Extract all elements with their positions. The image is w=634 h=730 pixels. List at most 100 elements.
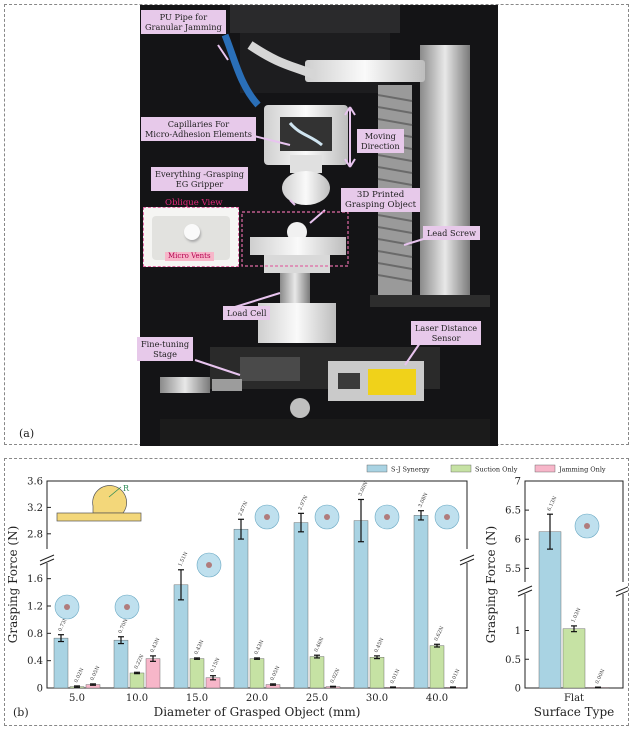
- side-data-label: 6.13N: [546, 495, 558, 512]
- load-cell-callout: Load Cell: [223, 306, 271, 320]
- panel-b-label: (b): [13, 706, 29, 719]
- side-y-tick-label: 7: [515, 477, 521, 488]
- data-label: 0.62N: [433, 625, 445, 642]
- main-right-break-mark: [459, 558, 475, 566]
- side-axis-break-mark: [517, 585, 533, 593]
- micro-vents-label: Micro Vents: [165, 252, 214, 261]
- data-label: 1.51N: [177, 550, 189, 567]
- side-ylabel: Grasping Force (N): [484, 526, 498, 644]
- moving-direction-callout: Moving Direction: [357, 129, 404, 153]
- side-data-label: 1.03N: [570, 607, 582, 624]
- side-y-tick-label: 0: [515, 684, 521, 695]
- y-tick-label: 0.4: [27, 656, 43, 667]
- data-label: 0.45N: [373, 637, 385, 654]
- legend-swatch: [534, 464, 556, 473]
- capillaries-callout: Capillaries For Micro-Adhesion Elements: [141, 117, 256, 141]
- sphere-core-icon: [324, 514, 330, 520]
- bar-s-j-synergy: [413, 515, 429, 689]
- main-axis-break-mark: [39, 554, 55, 562]
- x-tick-label: 15.0: [186, 693, 208, 704]
- y-tick-label: 1.2: [27, 602, 43, 613]
- bar-suction-only: [369, 657, 385, 689]
- inset-surface-icon: [56, 512, 142, 522]
- data-label: 0.01N: [449, 668, 461, 685]
- sphere-core-icon: [124, 604, 130, 610]
- data-label: 0.22N: [133, 653, 145, 670]
- y-tick-label: 0.8: [27, 629, 43, 640]
- side-bar: [562, 628, 586, 689]
- bar-suction-only: [309, 656, 325, 689]
- sphere-core-icon: [264, 514, 270, 520]
- legend-label: Jamming Only: [558, 466, 606, 474]
- sphere-core-icon: [206, 562, 212, 568]
- x-tick-label: 10.0: [126, 693, 148, 704]
- x-tick-label: 20.0: [246, 693, 268, 704]
- bar-s-j-synergy: [353, 520, 369, 689]
- data-label: 0.02N: [73, 667, 85, 684]
- data-label: 0.43N: [253, 639, 265, 656]
- data-label: 0.05N: [89, 665, 101, 682]
- sphere-core-icon: [64, 604, 70, 610]
- y-tick-label: 2.8: [27, 529, 43, 540]
- x-tick-label: 30.0: [366, 693, 388, 704]
- data-label: 3.08N: [417, 491, 429, 508]
- sphere-core-icon: [384, 514, 390, 520]
- y-tick-label: 3.6: [27, 477, 43, 488]
- main-ylabel: Grasping Force (N): [6, 526, 20, 644]
- bar-suction-only: [249, 658, 265, 689]
- inset-radius-label: R: [123, 484, 130, 493]
- side-xlabel: Surface Type: [534, 705, 614, 719]
- side-y-tick-label: 0.5: [505, 655, 521, 666]
- side-right-break-gap: [617, 582, 629, 594]
- oblique-view-label: Oblique View: [165, 198, 223, 208]
- data-label: 0.15N: [209, 656, 221, 673]
- bar-suction-only: [129, 672, 145, 689]
- data-label: 0.01N: [389, 668, 401, 685]
- y-tick-label: 1.6: [27, 574, 43, 585]
- x-tick-label: 25.0: [306, 693, 328, 704]
- side-right-break-mark: [615, 589, 631, 597]
- sphere-core-icon: [444, 514, 450, 520]
- data-label: 2.97N: [297, 494, 309, 511]
- data-label: 0.43N: [193, 639, 205, 656]
- legend-label: Suction Only: [475, 466, 518, 474]
- bar-s-j-synergy: [233, 528, 249, 689]
- laser-sensor-callout: Laser Distance Sensor: [411, 321, 482, 345]
- bar-s-j-synergy: [53, 637, 69, 689]
- inset-ball: [184, 224, 200, 240]
- data-label: 0.70N: [117, 617, 129, 634]
- legend-swatch: [450, 464, 472, 473]
- lead-screw-callout: Lead Screw: [423, 226, 480, 240]
- data-label: 0.05N: [269, 665, 281, 682]
- printed-object-callout: 3D Printed Grasping Object: [341, 188, 421, 212]
- x-tick-label: 5.0: [69, 693, 85, 704]
- bar-s-j-synergy: [113, 639, 129, 689]
- main-axis-break-mark: [39, 558, 55, 566]
- side-right-break-mark: [615, 585, 631, 593]
- legend-swatch: [366, 464, 388, 473]
- panel-a: Oblique View Micro Vents PU Pipe for Gra…: [4, 4, 629, 446]
- bar-suction-only: [189, 658, 205, 689]
- side-axis-break-mark: [517, 589, 533, 597]
- legend-label: S-J Synergy: [391, 466, 430, 474]
- gripper-callout: Everything -Grasping EG Gripper: [151, 167, 248, 191]
- side-sphere-core-icon: [584, 523, 590, 529]
- panel-a-label: (a): [19, 427, 35, 440]
- bar-jamming-only: [145, 658, 161, 689]
- bar-s-j-synergy: [293, 522, 309, 689]
- data-label: 0.02N: [329, 667, 341, 684]
- side-bar: [538, 531, 562, 689]
- side-y-tick-label: 6.5: [505, 506, 521, 517]
- side-y-tick-label: 1: [515, 626, 521, 637]
- experimental-setup-photo: [140, 5, 498, 446]
- inset-radius-line: [108, 486, 122, 498]
- side-y-tick-label: 6: [515, 535, 521, 546]
- data-label: 0.43N: [149, 637, 161, 654]
- data-label: 3.00N: [357, 480, 369, 497]
- y-tick-label: 3.2: [27, 503, 43, 514]
- data-label: 0.46N: [313, 636, 325, 653]
- side-x-tick-label: Flat: [564, 693, 584, 704]
- side-data-label: 0.00N: [594, 668, 606, 685]
